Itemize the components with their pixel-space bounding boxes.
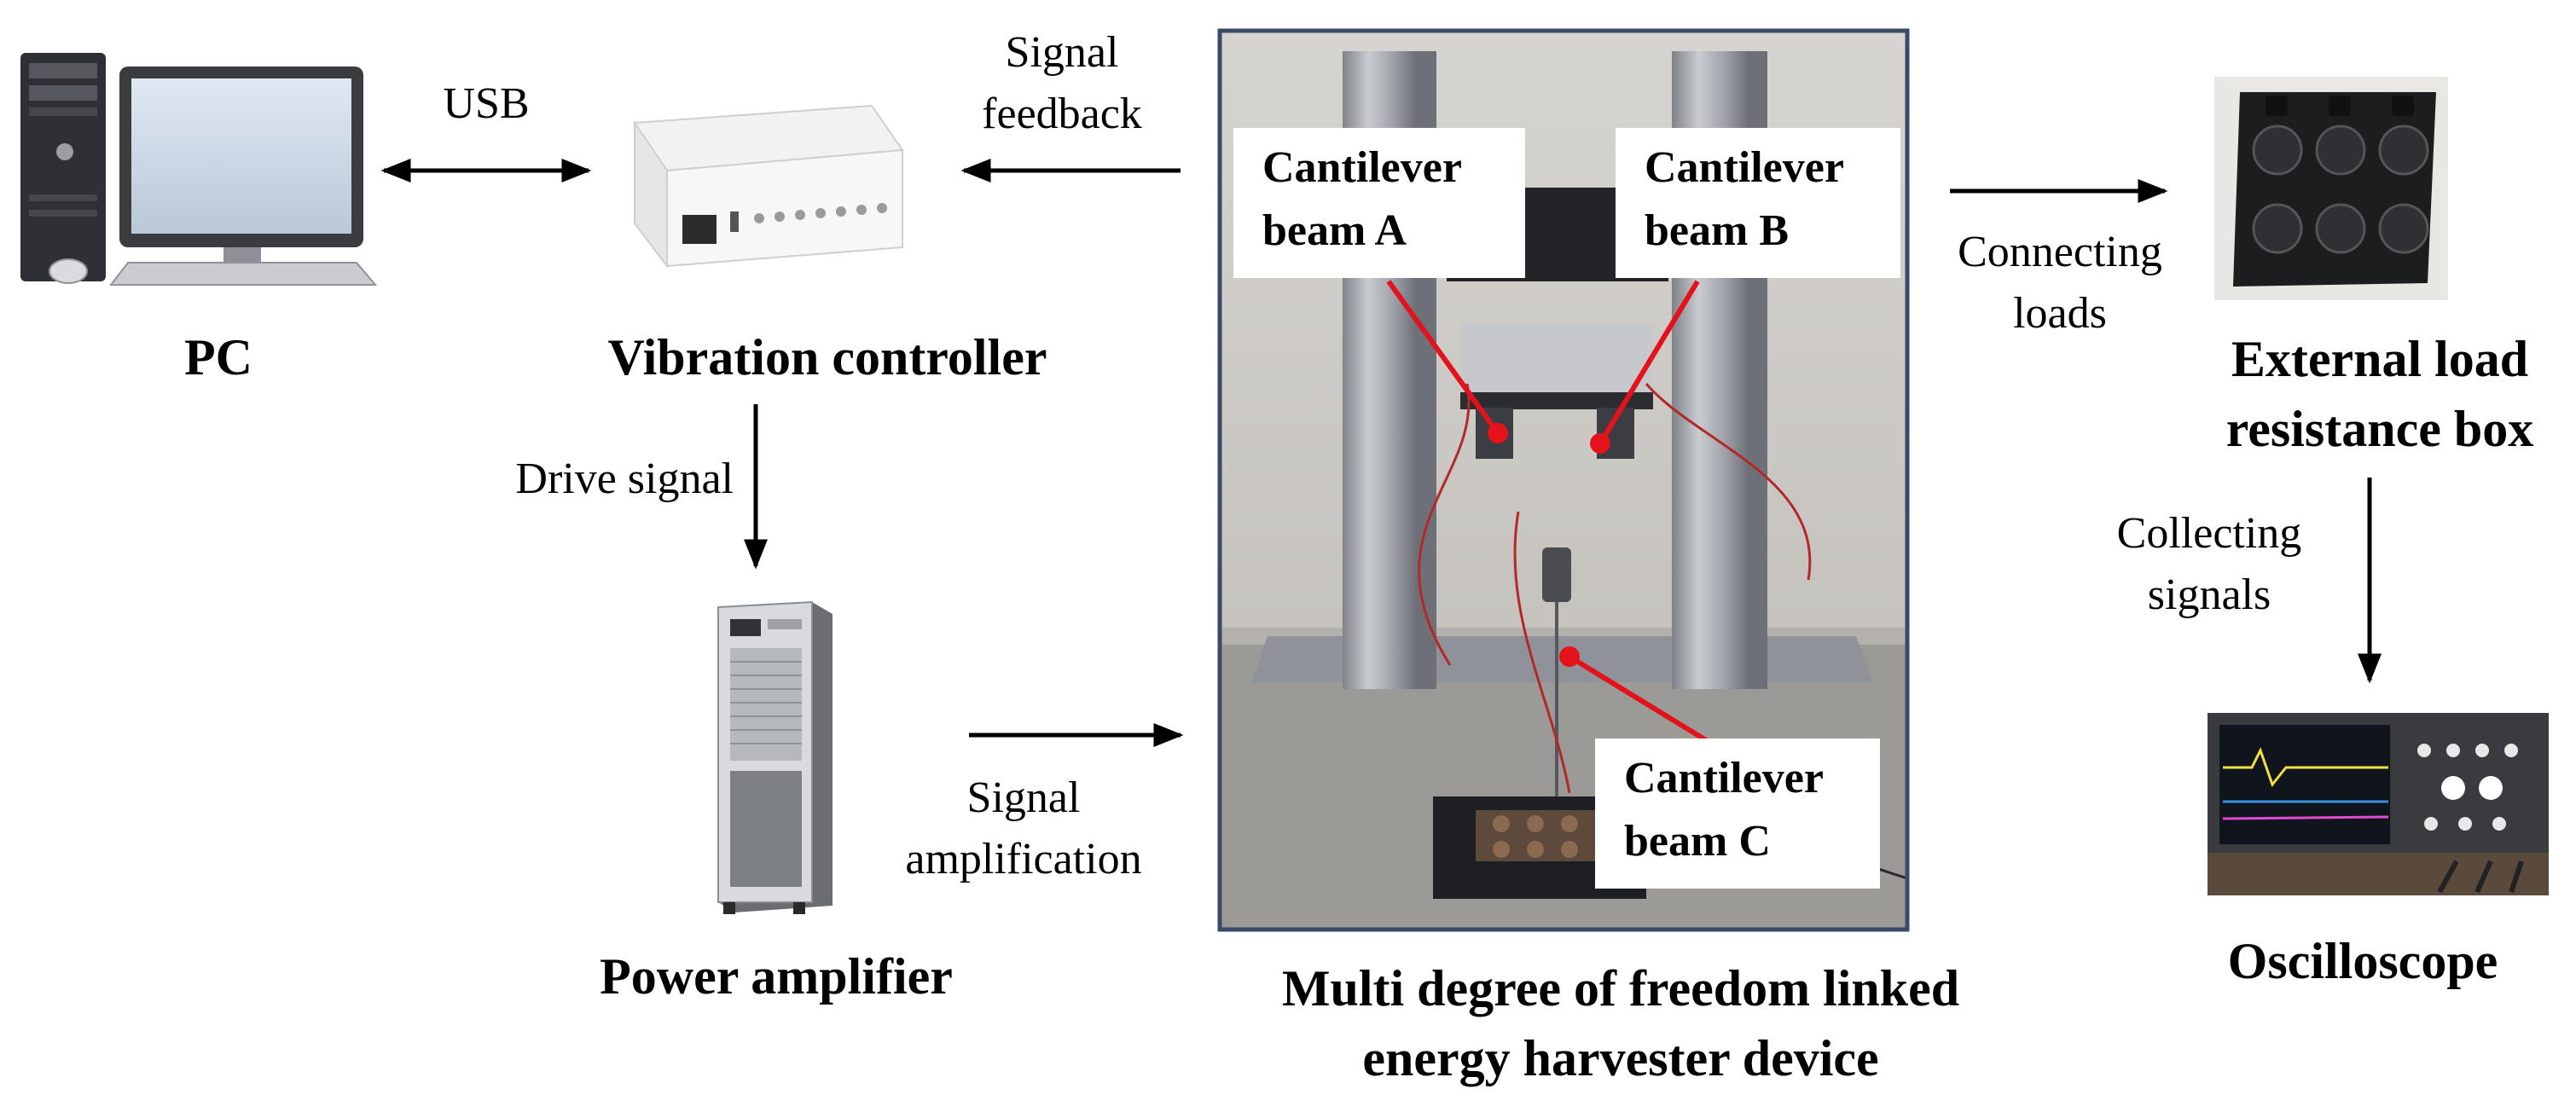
callout-beam-c-line2: beam C: [1624, 817, 1771, 866]
device-title: Multi degree of freedom linked energy ha…: [1194, 953, 2047, 1093]
callout-beam-c-line1: Cantilever: [1624, 754, 1824, 802]
device-title-line1: Multi degree of freedom linked: [1281, 960, 1960, 1016]
connecting-loads-line1: Connecting: [1958, 228, 2162, 276]
callout-beam-a-line1: Cantilever: [1262, 143, 1462, 192]
connecting-loads-line2: loads: [2013, 289, 2107, 338]
collecting-signals-line2: signals: [2147, 570, 2271, 619]
desktop-computer-icon: [20, 53, 378, 286]
resistance-box-title: External load resistance box: [2184, 324, 2576, 464]
collecting-signals-line1: Collecting: [2116, 509, 2302, 558]
pc-title: PC: [184, 329, 252, 385]
vibration-controller-title: Vibration controller: [607, 329, 1047, 385]
power-amplifier-title: Power amplifier: [600, 948, 953, 1005]
callout-beam-a-line2: beam A: [1262, 206, 1407, 255]
vibration-controller-box-icon: [633, 104, 904, 269]
resistance-box-icon: [2214, 77, 2448, 300]
oscilloscope-icon: [2208, 713, 2549, 895]
power-amplifier-cabinet-icon: [717, 600, 833, 914]
callout-leaders: [1386, 280, 1708, 743]
flow-arrows: [380, 159, 2382, 747]
resistance-box-title-line2: resistance box: [2225, 401, 2534, 457]
signal-feedback-line2: feedback: [982, 90, 1142, 138]
signal-amplification-label: Signal amplification: [870, 767, 1177, 890]
signal-amplification-line2: amplification: [905, 835, 1142, 883]
drive-signal-label: Drive signal: [515, 455, 734, 503]
callout-beam-c: Cantilever beam C: [1595, 738, 1880, 889]
connecting-loads-label: Connecting loads: [1928, 222, 2192, 345]
signal-feedback-line1: Signal: [1005, 28, 1119, 77]
oscilloscope-title: Oscilloscope: [2227, 933, 2498, 989]
collecting-signals-label: Collecting signals: [2073, 503, 2346, 626]
signal-amplification-line1: Signal: [966, 773, 1081, 822]
callout-beam-b: Cantilever beam B: [1616, 128, 1900, 278]
callout-beam-a: Cantilever beam A: [1233, 128, 1525, 278]
usb-label: USB: [443, 79, 530, 128]
callout-beam-b-line1: Cantilever: [1645, 143, 1844, 192]
resistance-box-title-line1: External load: [2231, 331, 2529, 387]
device-title-line2: energy harvester device: [1362, 1030, 1879, 1086]
callout-beam-b-line2: beam B: [1645, 206, 1789, 255]
signal-feedback-label: Signal feedback: [938, 22, 1186, 145]
